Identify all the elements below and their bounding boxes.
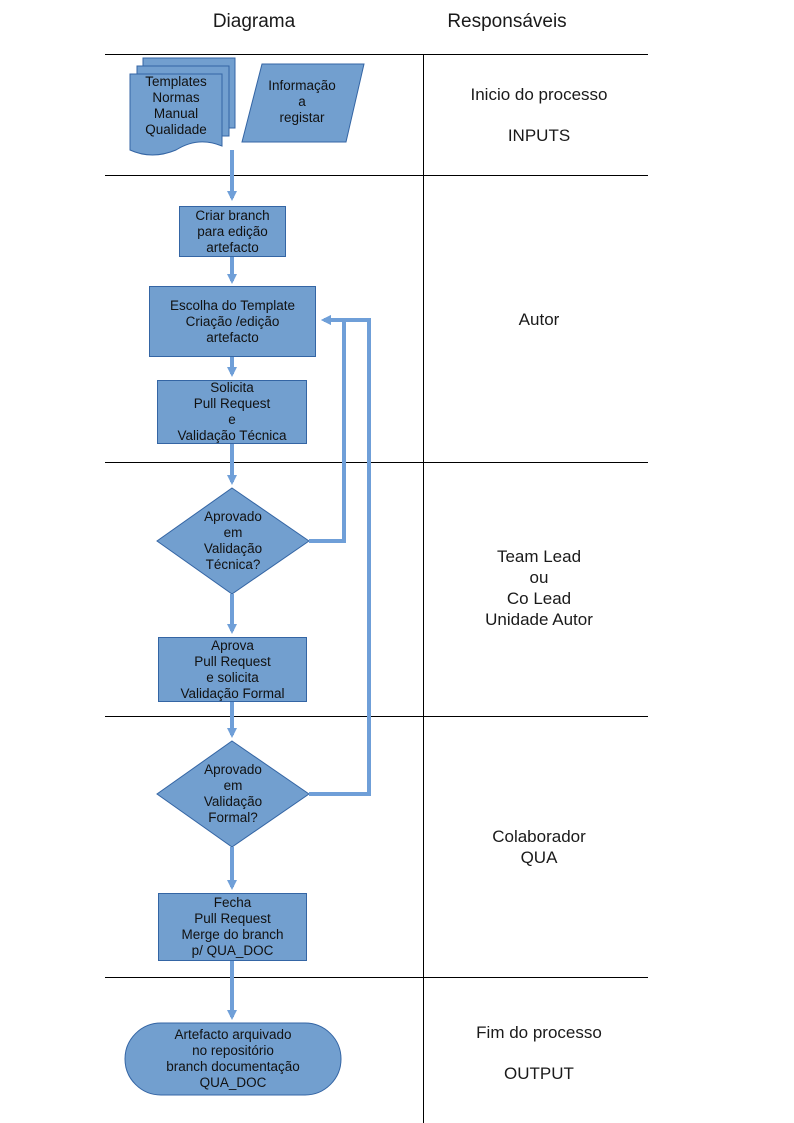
text-line: a [298,94,306,109]
text-line: em [223,778,243,793]
document-stack-shape [129,57,236,156]
text-line: QUA_DOC [199,1075,267,1090]
connectors [227,150,371,1020]
spacer [424,1043,654,1063]
choose-template-step: Escolha do Template Criação /edição arte… [149,286,316,357]
row-divider [105,977,648,978]
text-line: registar [279,110,325,125]
approve-request-step: Aprova Pull Request e solicita Validação… [158,637,307,702]
data-input-shape [241,63,365,143]
text-line: Co Lead [506,589,572,608]
text-line: Inicio do processo [470,85,608,104]
decision-technical-label: Aprovado em Validação Técnica? [182,508,284,574]
text-line: artefacto [206,329,259,345]
text-line: no repositório [192,1043,274,1058]
text-line: Técnica? [205,557,261,572]
text-line: Autor [518,310,560,329]
text-line: Normas [152,90,200,105]
responsible-finish: Fim do processo OUTPUT [424,1022,654,1084]
row-divider [105,462,648,463]
text-line: Pull Request [194,911,271,926]
text-line: Artefacto arquivado [174,1027,292,1042]
responsible-start: Inicio do processo INPUTS [424,84,654,146]
text-line: Escolha do Template [169,297,296,313]
row-divider [105,716,648,717]
text-line: OUTPUT [504,1064,574,1083]
text-line: Aprovado [204,509,262,524]
data-input-label: Informação a registar [248,70,356,134]
text-line: Validação [203,541,263,556]
create-branch-step: Criar branch para edição artefacto [179,206,286,257]
text-line: Unidade Autor [485,610,593,629]
text-line: e [228,412,236,427]
text-line: Validação Técnica [177,428,287,443]
text-line: Pull Request [194,653,271,669]
diagram-column-header: Diagrama [212,11,296,32]
text-line: p/ QUA_DOC [191,943,274,958]
document-stack-label: Templates Normas Manual Qualidade [130,74,222,138]
text-line: Templates [145,74,207,89]
text-line: Validação Formal [180,685,285,701]
text-line: branch documentação [166,1059,300,1074]
close-request-step: Fecha Pull Request Merge do branch p/ QU… [158,893,307,961]
text-line: Aprovado [204,762,262,777]
end-terminator-shape [124,1022,342,1096]
decision-formal-label: Aprovado em Validação Formal? [182,761,284,827]
text-line: INPUTS [507,126,571,145]
end-terminator-label: Artefacto arquivado no repositório branc… [130,1026,336,1092]
text-line: Criar branch [195,207,270,223]
text-line: Fecha [213,895,252,910]
text-line: Fim do processo [476,1023,602,1042]
text-line: ou [529,568,549,587]
responsible-author: Autor [424,309,654,330]
text-line: Qualidade [145,122,207,137]
text-line: Manual [153,106,199,121]
text-line: artefacto [206,239,259,255]
responsible-team-lead: Team Lead ou Co Lead Unidade Autor [424,546,654,630]
column-divider [423,54,424,1123]
loop-formal-rejected [309,315,371,796]
row-divider [105,175,648,176]
responsible-collaborator: Colaborador QUA [424,826,654,868]
text-line: e solicita [206,669,259,685]
spacer [424,105,654,125]
text-line: Colaborador [492,827,586,846]
text-line: Informação [268,78,336,93]
text-line: em [223,525,243,540]
text-line: Pull Request [193,396,271,411]
text-line: QUA [520,848,558,867]
text-line: Solicita [210,380,254,395]
row-divider [105,54,648,55]
responsible-column-header: Responsáveis [447,11,567,32]
text-line: Aprova [211,637,254,653]
text-line: para edição [197,223,268,239]
text-line: Team Lead [496,547,582,566]
text-line: Criação /edição [185,313,280,329]
text-line: Formal? [208,810,258,825]
text-line: Merge do branch [181,927,284,942]
text-line: Validação [203,794,263,809]
request-validation-step: Solicita Pull Request e Validação Técnic… [157,380,307,444]
